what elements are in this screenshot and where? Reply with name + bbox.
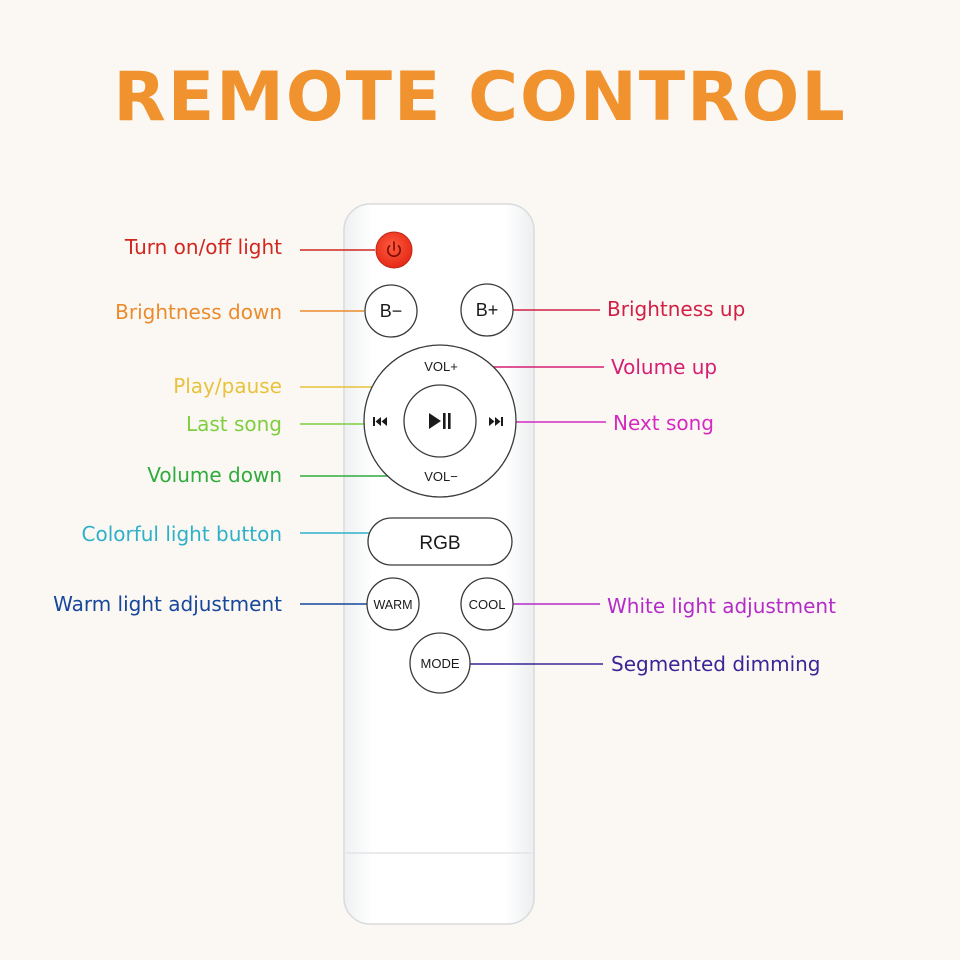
warm-button-label: WARM xyxy=(373,598,412,612)
cool-button-label: COOL xyxy=(469,597,506,612)
brightness-down-button-label: B− xyxy=(380,301,403,321)
play-pause-icon xyxy=(429,413,451,429)
label-last-song: Last song xyxy=(186,412,282,436)
cool-button[interactable]: COOL xyxy=(460,577,514,631)
mode-button-label: MODE xyxy=(421,656,460,671)
power-button[interactable] xyxy=(375,231,413,269)
rgb-button[interactable]: RGB xyxy=(367,517,513,566)
label-play-pause: Play/pause xyxy=(173,374,282,398)
warm-button[interactable]: WARM xyxy=(366,577,420,631)
rgb-button-label: RGB xyxy=(419,533,460,554)
label-colorful: Colorful light button xyxy=(82,522,283,546)
page-title: REMOTE CONTROL xyxy=(113,58,847,137)
brightness-down-button[interactable]: B− xyxy=(364,284,418,338)
brightness-up-button[interactable]: B+ xyxy=(460,283,514,337)
label-power: Turn on/off light xyxy=(124,235,282,259)
next-track-button[interactable] xyxy=(489,417,503,426)
label-next-song: Next song xyxy=(613,411,714,435)
previous-track-icon xyxy=(373,417,387,426)
brightness-up-button-label: B+ xyxy=(476,300,499,320)
label-warm: Warm light adjustment xyxy=(53,592,282,616)
next-track-icon xyxy=(489,417,503,426)
volume-up-button[interactable]: VOL+ xyxy=(424,359,458,374)
label-volume-up: Volume up xyxy=(611,355,717,379)
label-brightness-up: Brightness up xyxy=(607,297,745,321)
mode-button[interactable]: MODE xyxy=(409,632,471,694)
previous-track-button[interactable] xyxy=(373,417,387,426)
label-brightness-down: Brightness down xyxy=(115,300,282,324)
play-pause-button[interactable] xyxy=(403,384,477,458)
label-segmented: Segmented dimming xyxy=(611,652,821,676)
label-volume-down: Volume down xyxy=(147,463,282,487)
volume-down-button[interactable]: VOL− xyxy=(424,469,458,484)
power-icon xyxy=(387,241,401,258)
label-white: White light adjustment xyxy=(607,594,836,618)
